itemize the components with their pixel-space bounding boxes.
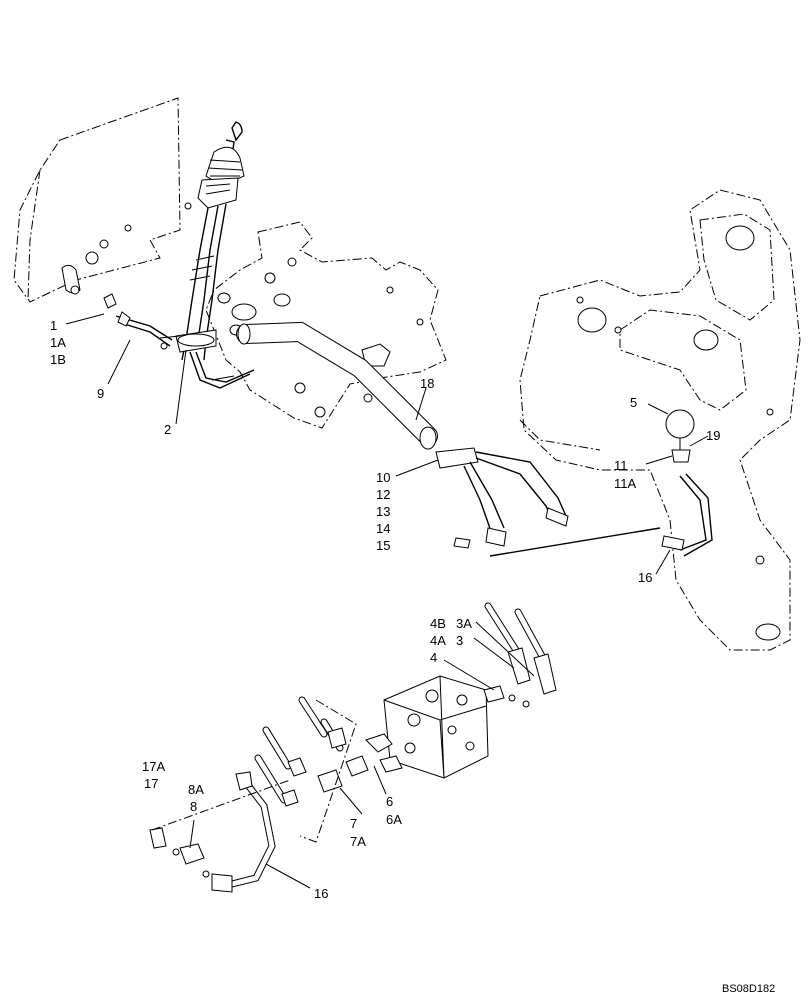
accumulator <box>661 409 713 557</box>
loader-frame <box>519 189 801 651</box>
callout-9: 9 <box>97 386 104 401</box>
callout-19: 19 <box>706 428 720 443</box>
leader-lines <box>65 313 709 889</box>
callout-16-lower: 16 <box>314 886 328 901</box>
callout-6a: 6A <box>386 812 402 827</box>
callout-2: 2 <box>164 422 171 437</box>
callout-11a: 11A <box>614 476 636 491</box>
callout-12: 12 <box>376 487 390 502</box>
callout-8: 8 <box>190 799 197 814</box>
callout-17a: 17A <box>142 759 165 774</box>
control-valve <box>365 675 489 779</box>
callout-7a: 7A <box>350 834 366 849</box>
callout-1: 1 <box>50 318 57 333</box>
callout-6: 6 <box>386 794 393 809</box>
callout-3: 3 <box>456 633 463 648</box>
callouts: 1 1A 1B 9 2 18 5 19 11 11A 10 12 13 14 1… <box>50 318 720 901</box>
callout-14: 14 <box>376 521 390 536</box>
reference-code: BS08D182 <box>722 983 775 995</box>
callout-7: 7 <box>350 816 357 831</box>
joystick-control <box>159 121 255 389</box>
pilot-hose-bundle <box>435 447 661 557</box>
callout-10: 10 <box>376 470 390 485</box>
callout-18: 18 <box>420 376 434 391</box>
protective-sleeve <box>236 321 438 450</box>
callout-11: 11 <box>614 458 628 473</box>
callout-1b: 1B <box>50 352 66 367</box>
valve-fittings-upper <box>483 602 557 708</box>
callout-16-upper: 16 <box>638 570 652 585</box>
callout-13: 13 <box>376 504 390 519</box>
callout-8a: 8A <box>188 782 204 797</box>
lower-hose <box>149 771 291 893</box>
pilot-hose-small <box>103 293 173 347</box>
cab-panel <box>13 97 181 303</box>
callout-4a: 4A <box>430 633 446 648</box>
callout-3a: 3A <box>456 616 472 631</box>
callout-17: 17 <box>144 776 158 791</box>
callout-4: 4 <box>430 650 437 665</box>
callout-1a: 1A <box>50 335 66 350</box>
callout-4b: 4B <box>430 616 446 631</box>
callout-15: 15 <box>376 538 390 553</box>
valve-fittings-left <box>254 696 369 843</box>
callout-5: 5 <box>630 395 637 410</box>
